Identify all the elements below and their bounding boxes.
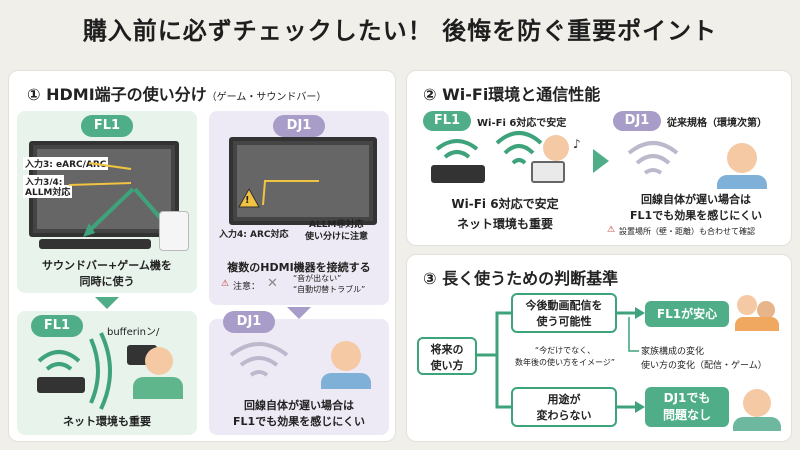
fl1-tag: FL1 <box>423 111 471 131</box>
fl1-wifi-caption-1: Wi-Fi 6対応で安定 <box>451 197 559 211</box>
family-member-icon <box>757 301 775 319</box>
fl1-wifi-label: Wi-Fi 6対応で安定 <box>477 118 567 129</box>
wifi-panel-title: ② Wi-Fi環境と通信性能 <box>423 85 601 104</box>
wifi-icon <box>37 332 112 410</box>
criteria-panel-title: ③ 長く使うための判断基準 <box>423 269 619 288</box>
question-unchanged-node: 用途が変わらない <box>511 387 617 427</box>
dj1-wifi-note: 設置場所（壁・距離）も合わせて確認 <box>619 227 755 236</box>
dj1-allm-label-1: ALLM非対応 <box>309 220 364 230</box>
dj1-wifi-caption-1: 回線自体が遅い場合は <box>641 193 751 206</box>
dj1-tag: DJ1 <box>273 115 325 137</box>
fl1-connection-lines <box>68 162 165 237</box>
dj1-note-label: 注意： <box>233 282 261 292</box>
warning-icon: ⚠ <box>221 279 230 289</box>
person-body-icon <box>133 377 183 399</box>
buffering-text: bufferinン/ <box>107 327 160 338</box>
dj1-tag: DJ1 <box>613 111 661 131</box>
fl1-bottom-caption: ネット環境も重要 <box>63 415 151 428</box>
person-body-icon <box>321 373 371 389</box>
happy-person-icon <box>543 135 569 161</box>
dj1-note-1: “音が出ない” <box>293 274 342 283</box>
down-arrow-icon <box>95 297 119 309</box>
right-arrow-icon <box>593 149 609 173</box>
smiling-person-icon <box>743 389 771 417</box>
root-node: 将来の使い方 <box>417 337 477 375</box>
page-title: 購入前に必ずチェックしたい！ 後悔を防ぐ重要ポイント <box>82 17 718 45</box>
dj1-bottom-caption-1: 回線自体が遅い場合は <box>244 399 354 412</box>
family-body-icon <box>735 317 779 331</box>
criteria-panel: ③ 長く使うための判断基準 将来の使い方 今後動画配信を使う可能性 FL1が安心… <box>406 254 792 442</box>
cross-icon: ✕ <box>267 276 278 291</box>
fl1-input34-label: 入力3/4: <box>23 175 65 188</box>
dj1-wifi-caption-2: FL1でも効果を感じにくい <box>630 209 762 222</box>
music-note-icon: ♪ <box>573 137 581 151</box>
fl1-tag: FL1 <box>81 115 133 137</box>
question-streaming-node: 今後動画配信を使う可能性 <box>511 293 617 333</box>
hdmi-panel: ① HDMI端子の使い分け（ゲーム・サウンドバー） FL1 入力3: eARC/… <box>8 70 396 442</box>
game-console-icon <box>159 211 189 251</box>
fl1-allm-label: ALLM対応 <box>23 185 73 198</box>
fl1-bottom-tag: FL1 <box>31 315 83 337</box>
worried-person-icon <box>727 143 757 173</box>
family-icon <box>737 295 757 315</box>
person-body-icon <box>733 417 781 431</box>
fl1-input3-label: 入力3: eARC/ARC <box>23 157 109 170</box>
router-icon <box>431 165 485 183</box>
soundbar-icon <box>39 239 151 249</box>
answer-dj1-node: DJ1でも問題なし <box>645 387 729 427</box>
person-body-icon <box>717 175 767 189</box>
dj1-input4-label: 入力4: ARC対応 <box>219 230 289 240</box>
dj1-wifi-label: 従来規格（環境次第） <box>667 118 767 129</box>
fl1-caption-2: 同時に使う <box>79 275 135 288</box>
wifi-panel: ② Wi-Fi環境と通信性能 FL1 Wi-Fi 6対応で安定 DJ1 従来規格… <box>406 70 792 246</box>
dj1-caption: 複数のHDMI機器を接続する <box>227 261 371 274</box>
person-icon <box>145 347 173 375</box>
decision-tree-lines <box>477 307 645 413</box>
hdmi-panel-title: ① HDMI端子の使い分け（ゲーム・サウンドバー） <box>27 85 327 104</box>
mid-quote-2: 数年後の使い方をイメージ” <box>515 358 615 367</box>
warning-icon: ⚠ <box>607 225 616 235</box>
dj1-bottom-tag: DJ1 <box>223 311 275 333</box>
fl1-wifi-caption-2: ネット環境も重要 <box>456 217 553 231</box>
answer-fl1-node: FL1が安心 <box>645 301 729 327</box>
wifi-icon <box>435 131 679 175</box>
worried-person-icon <box>331 341 361 371</box>
dj1-bottom-caption-2: FL1でも効果を感じにくい <box>233 415 365 428</box>
note-family: 家族構成の変化 <box>641 347 705 357</box>
fl1-caption-1: サウンドバー+ゲーム機を <box>42 259 172 272</box>
down-arrow-icon <box>287 307 311 319</box>
dj1-connection-lines <box>238 180 319 208</box>
mid-quote-1: “今だけでなく、 <box>534 346 596 355</box>
dj1-allm-label-2: 使い分けに注意 <box>305 232 369 242</box>
note-usage: 使い方の変化（配信・ゲーム） <box>641 361 767 371</box>
weak-wifi-icon <box>229 342 289 377</box>
tv-icon <box>229 137 377 225</box>
dj1-note-2: “自動切替トラブル” <box>293 285 366 294</box>
laptop-icon <box>531 161 565 183</box>
router-icon <box>37 377 85 393</box>
